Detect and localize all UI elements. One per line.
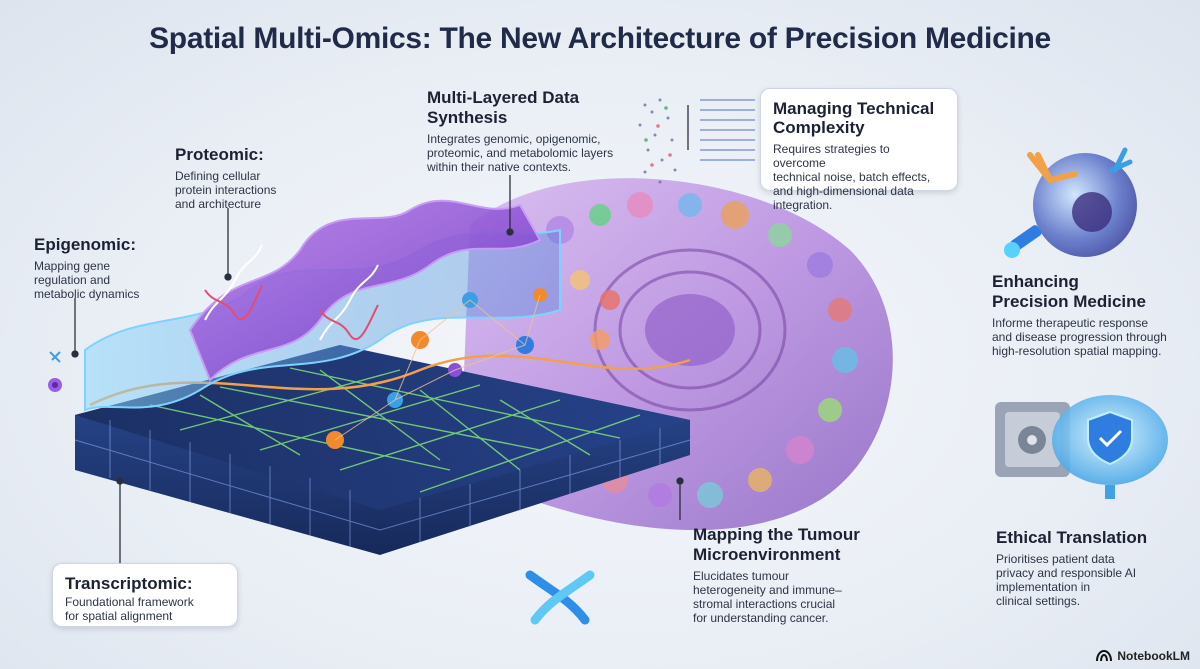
leader-lines [71,105,689,565]
transcriptomic-heading: Transcriptomic: [65,574,193,593]
notebooklm-icon [1096,650,1113,662]
label-proteomic: Proteomic: Defining cellular protein int… [175,145,276,211]
precision-body: Informe therapeutic response and disease… [992,316,1167,358]
tumour-body: Elucidates tumour heterogeneity and immu… [693,569,842,625]
proteomic-heading: Proteomic: [175,145,264,164]
dna-icon [204,244,379,341]
proteomic-layer [188,199,542,382]
multi-layered-body: Integrates genomic, opigenomic, proteomi… [427,132,614,174]
safe-icon [995,402,1070,477]
transcriptomic-body: Foundational framework for spatial align… [65,595,194,623]
ethical-heading: Ethical Translation [996,528,1148,547]
epigenomic-heading: Epigenomic: [34,235,137,254]
page-title: Spatial Multi-Omics: The New Architectur… [149,22,1051,55]
brain-shield-icon [1052,395,1168,499]
brand-name: NotebookLM [1117,649,1190,663]
multi-layered-heading: Multi-Layered Data Synthesis [427,88,580,127]
card-transcriptomic: Transcriptomic: Foundational framework f… [52,563,238,627]
ethical-body: Prioritises patient data privacy and res… [996,552,1137,608]
technical-heading: Managing Technical Complexity [773,99,935,137]
proteomic-body: Defining cellular protein interactions a… [175,169,277,211]
technical-body: Requires strategies to overcome technica… [773,142,931,212]
epigenomic-body: Mapping gene regulation and metabolic dy… [34,259,140,301]
label-tumour-microenvironment: Mapping the Tumour Microenvironment Eluc… [693,525,860,625]
technical-noise-icon [638,98,755,184]
x-logo-icon [525,570,595,625]
tumour-heading: Mapping the Tumour Microenvironment [693,525,860,564]
label-ethical-translation: Ethical Translation Prioritises patient … [996,528,1147,608]
cell-icon [48,351,62,392]
brand-mark: NotebookLM [1096,649,1190,663]
protein-icon [326,288,547,449]
transcriptomic-grid-block [74,345,691,555]
syringe-icon [1004,225,1042,258]
label-epigenomic: Epigenomic: Mapping gene regulation and … [34,235,139,301]
antibody-icon [1027,147,1137,257]
precision-heading: Enhancing Precision Medicine [992,272,1146,311]
label-multi-layered: Multi-Layered Data Synthesis Integrates … [427,88,613,174]
label-precision-medicine: Enhancing Precision Medicine Informe the… [992,272,1167,358]
card-technical-complexity: Managing Technical Complexity Requires s… [760,88,958,212]
